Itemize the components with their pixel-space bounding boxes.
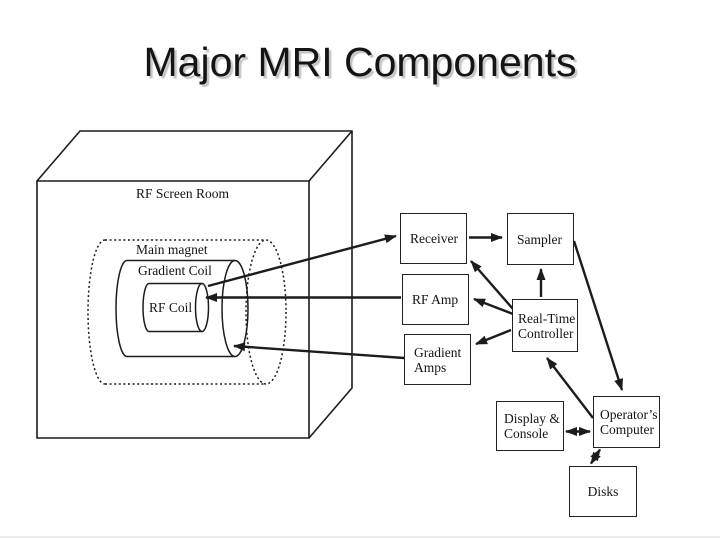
arrow-controller-to-rfamp xyxy=(473,297,514,316)
slide-title: Major MRI Components xyxy=(143,39,577,85)
box-real-time-controller: Real-Time Controller xyxy=(512,299,578,352)
box-disks-label: Disks xyxy=(587,484,619,499)
main-magnet-end-ellipse xyxy=(245,239,287,385)
main-magnet-body xyxy=(87,239,266,385)
room-back-edges xyxy=(36,130,353,439)
box-disks: Disks xyxy=(569,466,637,517)
gradient-coil-cylinder xyxy=(115,259,249,358)
box-rf-amp-label: RF Amp xyxy=(412,292,459,307)
gradient-coil-end-ellipse xyxy=(221,259,249,358)
box-operators-computer-label: Operator’s Computer xyxy=(600,407,658,437)
rf-coil-cylinder xyxy=(142,282,210,333)
box-rf-amp: RF Amp xyxy=(402,274,469,325)
box-sampler: Sampler xyxy=(507,213,574,265)
box-gradient-amps: Gradient Amps xyxy=(404,334,471,385)
arrow-controller-to-gradamps xyxy=(475,328,512,346)
label-rf-screen-room: RF Screen Room xyxy=(136,186,229,201)
box-receiver: Receiver xyxy=(400,213,467,264)
box-display-console-label: Display & Console xyxy=(504,411,560,441)
box-receiver-label: Receiver xyxy=(410,231,458,246)
label-rf-coil: RF Coil xyxy=(149,300,193,315)
arrow-rfcoil-to-receiver xyxy=(207,234,397,288)
rf-screen-room-box xyxy=(36,130,353,439)
gradient-coil-body xyxy=(115,259,235,358)
box-gradient-amps-label: Gradient Amps xyxy=(414,344,462,375)
arrow-sampler-to-computer xyxy=(572,240,624,391)
room-top-right-edge xyxy=(308,130,353,182)
arrow-computer-disks-bidirectional xyxy=(589,448,602,465)
arrow-controller-to-receiver xyxy=(470,260,514,310)
box-display-console: Display & Console xyxy=(496,401,564,451)
main-magnet-cylinder xyxy=(87,239,287,385)
arrow-gradamps-to-gradcoil xyxy=(233,342,405,360)
box-operators-computer: Operator’s Computer xyxy=(593,396,660,448)
slide-bottom-rule xyxy=(0,536,720,538)
box-sampler-label: Sampler xyxy=(517,231,562,247)
rf-coil-body xyxy=(142,282,202,333)
label-main-magnet: Main magnet xyxy=(136,242,208,257)
rf-coil-end-ellipse xyxy=(194,282,210,333)
arrow-computer-to-controller xyxy=(546,357,594,419)
label-gradient-coil: Gradient Coil xyxy=(138,263,212,278)
box-real-time-controller-label: Real-Time Controller xyxy=(518,310,576,341)
